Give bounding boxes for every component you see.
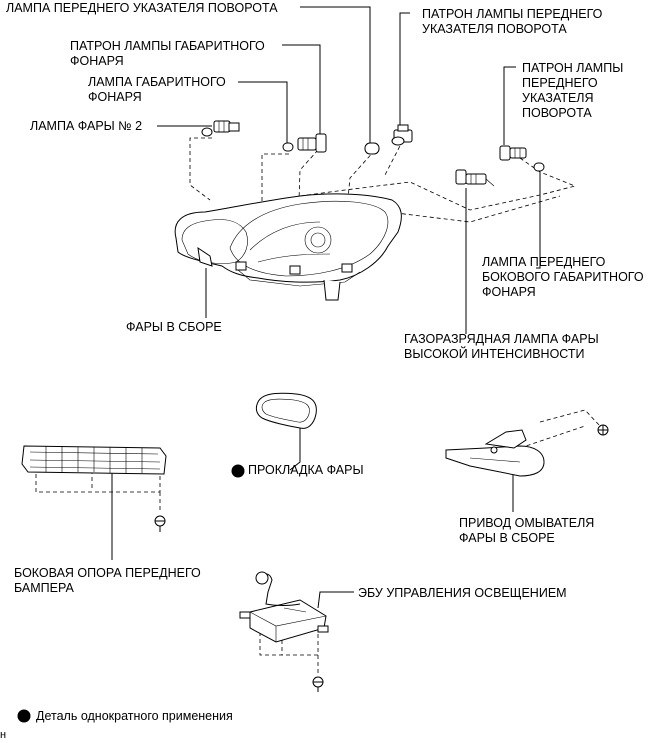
- parking-lamp-socket: [297, 133, 327, 153]
- label-front-turn-lamp: ЛАМПА ПЕРЕДНЕГО УКАЗАТЕЛЯ ПОВОРОТА: [6, 1, 278, 15]
- headlamp-no2-bulb: [201, 120, 240, 137]
- ecu-screw: [312, 676, 324, 692]
- label-headlamp-gasket: ПРОКЛАДКА ФАРЫ: [248, 463, 364, 477]
- label-lighting-ecu: ЭБУ УПРАВЛЕНИЯ ОСВЕЩЕНИЕМ: [358, 586, 567, 600]
- label-washer-actuator: ПРИВОД ОМЫВАТЕЛЯ ФАРЫ В СБОРЕ: [459, 516, 595, 545]
- front-turn-socket: [391, 124, 413, 146]
- headlamp-assembly: [174, 193, 402, 301]
- legend-text: Деталь однократного применения: [36, 709, 233, 723]
- label-parking-socket: ПАТРОН ЛАМПЫ ГАБАРИТНОГО ФОНАРЯ: [70, 39, 265, 68]
- side-turn-socket: [499, 145, 527, 161]
- gasket-one-time-use-marker: [231, 464, 245, 478]
- label-side-turn-socket: ПАТРОН ЛАМПЫ ПЕРЕДНЕГО УКАЗАТЕЛЯ ПОВОРОТ…: [522, 61, 624, 120]
- washer-actuator: [445, 429, 545, 477]
- label-headlamp-assy: ФАРЫ В СБОРЕ: [126, 320, 222, 334]
- label-front-turn-socket: ПАТРОН ЛАМПЫ ПЕРЕДНЕГО УКАЗАТЕЛЯ ПОВОРОТ…: [422, 7, 603, 36]
- bumper-screw: [154, 515, 166, 532]
- legend-one-time-use-marker: [17, 709, 31, 723]
- label-parking-lamp: ЛАМПА ГАБАРИТНОГО ФОНАРЯ: [88, 75, 226, 104]
- front-turn-lamp-bulb: [364, 142, 380, 155]
- label-bumper-support: БОКОВАЯ ОПОРА ПЕРЕДНЕГО БАМПЕРА: [14, 566, 201, 595]
- lighting-ecu: [239, 571, 329, 643]
- bumper-side-support: [21, 445, 167, 475]
- hid-bulb: [455, 169, 495, 187]
- label-headlamp-no2: ЛАМПА ФАРЫ № 2: [30, 119, 143, 133]
- parking-lamp-bulb: [282, 142, 294, 152]
- side-marker-bulb: [533, 162, 545, 172]
- label-hid-bulb: ГАЗОРАЗРЯДНАЯ ЛАМПА ФАРЫ ВЫСОКОЙ ИНТЕНСИ…: [404, 332, 599, 361]
- corner-code: н: [0, 729, 7, 741]
- headlamp-gasket: [255, 392, 317, 429]
- label-side-marker-lamp: ЛАМПА ПЕРЕДНЕГО БОКОВОГО ГАБАРИТНОГО ФОН…: [482, 255, 644, 299]
- washer-screw: [597, 424, 609, 436]
